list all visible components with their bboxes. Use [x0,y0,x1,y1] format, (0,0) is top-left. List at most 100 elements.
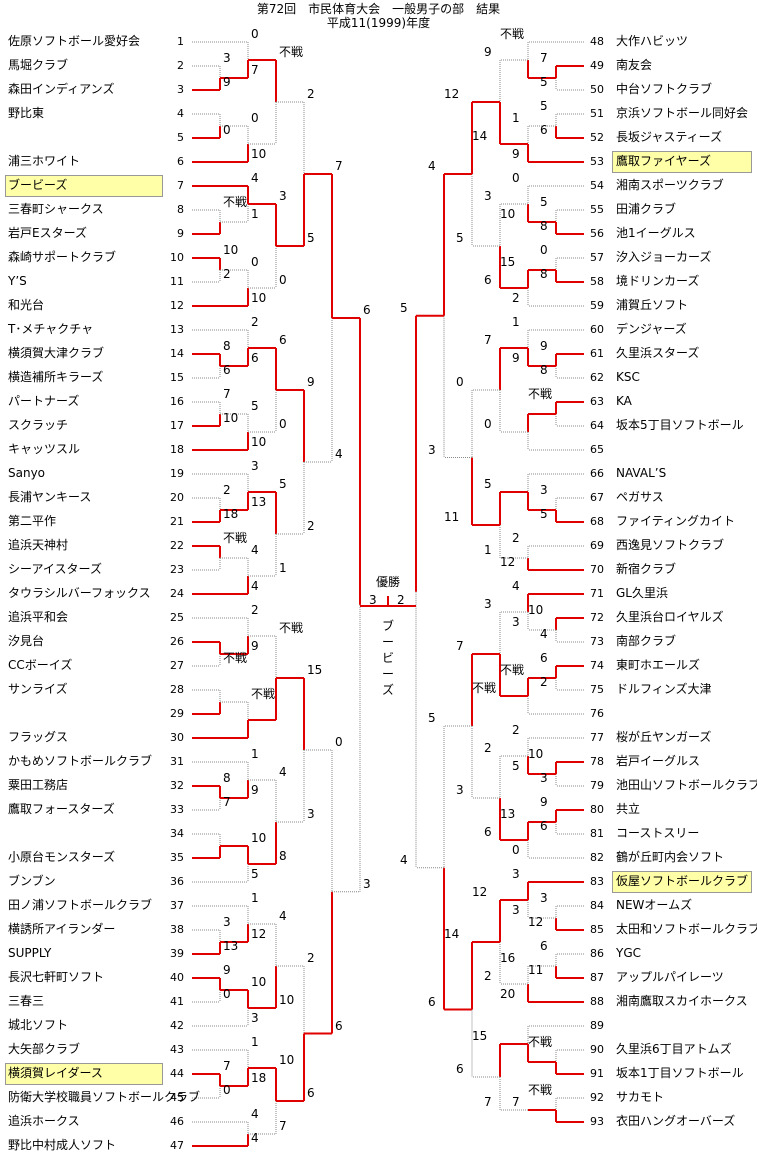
team-number: 53 [590,155,604,168]
match-score: 不戦 [223,195,248,209]
match-score: 3 [428,442,436,457]
match-score: 6 [279,333,287,347]
team-name: 浦賀丘ソフト [616,298,689,312]
match-score: 2 [307,519,315,533]
team-name: 城北ソフト [8,1018,69,1032]
team-name: ブンブン [8,874,56,888]
team-name: 久里浜台ロイヤルズ [616,610,724,624]
match-score: 2 [251,603,259,617]
team-name: Y’S [8,274,27,288]
match-score: 13 [223,939,239,953]
team-number: 85 [590,923,604,936]
match-score: 不戦 [500,27,525,41]
team-number: 39 [170,947,184,960]
team-name: 鷹取ファイヤーズ [616,154,712,168]
match-score: 9 [251,639,259,653]
team-name: ブービーズ [8,178,68,192]
team-name: 湘南スポーツクラブ [616,178,724,192]
match-score: 2 [512,723,520,737]
champion-char: ビ [381,651,394,665]
match-score: 6 [540,939,548,953]
team-name: T･メチャクチャ [8,322,94,336]
team-number: 82 [590,851,604,864]
match-score: 2 [307,87,315,101]
match-score: 8 [540,219,548,233]
match-score: 6 [251,351,259,365]
team-number: 54 [590,179,604,192]
match-score: 6 [335,1018,343,1033]
match-score: 10 [251,147,267,161]
match-score: 0 [251,27,259,41]
match-score: 5 [400,300,408,315]
match-score: 12 [472,885,488,899]
team-number: 93 [590,1115,604,1128]
team-number: 41 [170,995,184,1008]
team-name: 池1イーグルス [616,226,696,240]
team-number: 48 [590,35,604,48]
team-name: 和光台 [8,298,45,312]
team-number: 62 [590,371,604,384]
team-number: 5 [177,131,184,144]
team-name: 森崎サポートクラブ [8,250,117,264]
match-score: 13 [251,495,267,509]
match-score: 6 [456,1062,464,1076]
match-score: 4 [251,1107,259,1121]
team-name: 大矢部クラブ [8,1042,81,1056]
team-name: 三春町シャークス [8,202,104,216]
match-score: 7 [484,1095,492,1109]
team-name: 南友会 [616,58,653,72]
match-score: 15 [500,255,516,269]
team-number: 66 [590,467,604,480]
match-score: 4 [279,909,287,923]
team-name: 佐原ソフトボール愛好会 [8,34,141,48]
match-score: 不戦 [528,1035,553,1049]
match-score: 4 [251,543,259,557]
team-name: 馬堀クラブ [8,58,69,72]
match-score: 5 [540,507,548,521]
team-name: KSC [616,370,640,384]
match-score: 3 [279,189,287,203]
match-score: 8 [279,849,287,863]
team-name: 中台ソフトクラブ [616,82,713,96]
team-name: 東町ホエールズ [616,658,701,672]
match-score: 18 [223,507,239,521]
match-score: 1 [279,561,287,575]
team-name: NAVAL’S [616,466,667,480]
champion-name: ブービーズ [381,618,395,698]
match-score: 不戦 [528,387,553,401]
match-score: 2 [223,483,231,497]
team-name: 長沢七軒町ソフト [8,970,105,984]
team-name: 南部クラブ [616,634,677,648]
match-score: 不戦 [472,681,497,695]
team-number: 52 [590,131,604,144]
team-number: 60 [590,323,604,336]
team-name: 岩戸イーグルス [616,754,701,768]
match-score: 10 [251,291,267,305]
team-number: 83 [590,875,604,888]
match-score: 11 [444,510,460,524]
match-score: 5 [456,231,464,245]
match-score: 7 [335,159,343,173]
team-name: ペガサス [616,490,664,504]
champion-char: ブ [381,619,394,633]
team-name: 横造補所キラーズ [8,370,104,384]
match-score: 5 [307,231,315,245]
team-name: 坂本1丁目ソフトボール [616,1066,744,1080]
team-number: 57 [590,251,604,264]
match-score: 5 [540,195,548,209]
match-score: 6 [428,994,436,1009]
team-number: 25 [170,611,184,624]
team-number: 2 [177,59,184,72]
match-score: 10 [251,975,267,989]
team-name: フラッグス [8,730,69,744]
final-left-score: 3 [369,593,377,607]
team-number: 1 [177,35,184,48]
match-score: 9 [251,783,259,797]
match-score: 不戦 [500,663,525,677]
match-score: 3 [512,615,520,629]
team-number: 73 [590,635,604,648]
team-number: 34 [170,827,184,840]
team-name: ファイティングカイト [616,514,736,528]
champion-highlight [612,151,752,173]
team-number: 47 [170,1139,184,1152]
